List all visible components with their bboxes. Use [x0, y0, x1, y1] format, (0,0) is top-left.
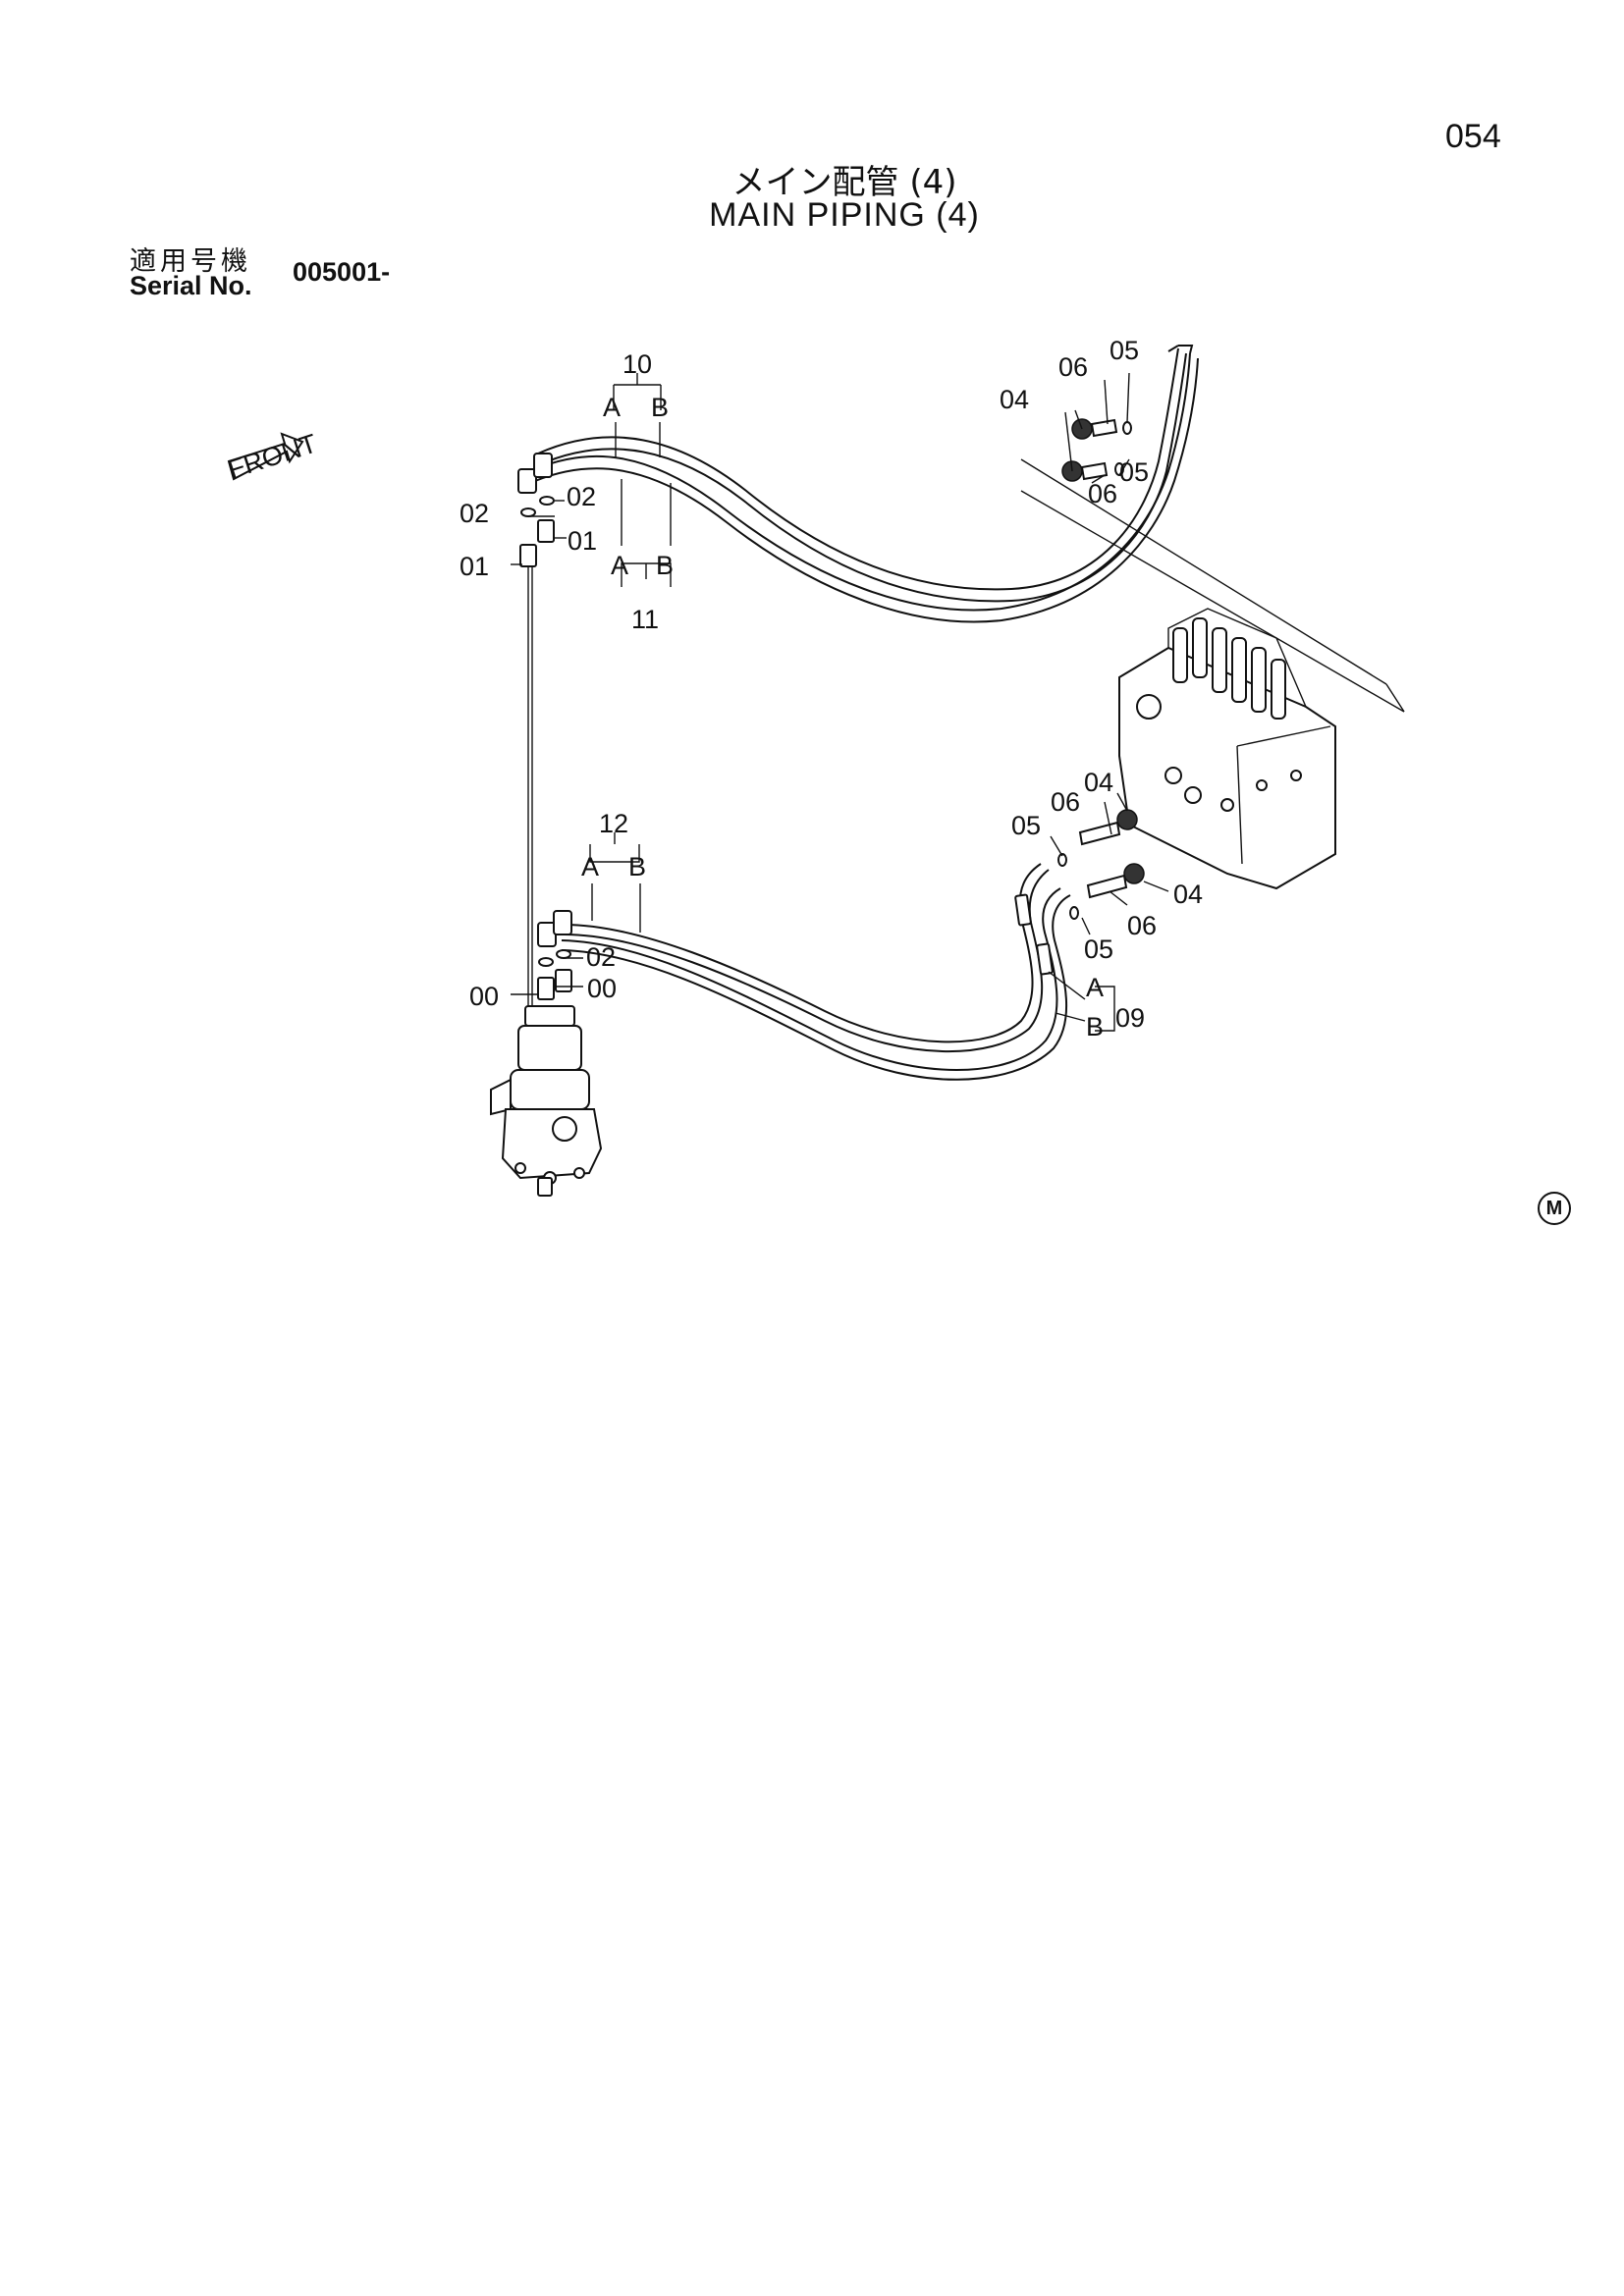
upper-right-fittings [1020, 418, 1405, 713]
serial-label-en: Serial No. [130, 271, 252, 300]
label-group-12: 12 [599, 809, 628, 838]
label-part-06-lr-b: 06 [1127, 911, 1157, 940]
label-part-05-lr-b: 05 [1084, 934, 1113, 964]
label-part-00-a: 00 [587, 974, 617, 1003]
swing-motor [490, 1005, 603, 1197]
label-part-00-b: 00 [469, 982, 499, 1011]
label-part-04-lr-a: 04 [1084, 768, 1113, 797]
label-group-11: 11 [631, 605, 659, 634]
front-arrow-icon: FRONT [225, 428, 321, 484]
serial-label-jp: 適用号機 [130, 246, 251, 277]
lower-right-fittings [1057, 809, 1145, 920]
label-part-04-ur: 04 [1000, 385, 1029, 414]
part-labels: 10 A B A B 11 02 02 01 01 12 A B 02 00 0… [460, 336, 1203, 1041]
control-valve-block [1118, 608, 1336, 890]
page-number: 054 [1445, 118, 1501, 155]
page-title-en: MAIN PIPING (4) [709, 196, 980, 234]
label-group-09-a: A [1086, 973, 1104, 1002]
upper-left-fittings [517, 453, 555, 1041]
label-group-09-b: B [1086, 1012, 1104, 1041]
label-group-12-b: B [628, 852, 646, 881]
label-part-02-c: 02 [586, 942, 616, 972]
label-group-12-a: A [581, 852, 599, 881]
serial-number-value: 005001- [293, 257, 391, 287]
page-title-jp: メイン配管 (4) [731, 163, 957, 202]
label-lower-a: A [611, 551, 628, 580]
front-arrow-label: FRONT [225, 428, 321, 484]
label-group-10: 10 [623, 349, 652, 379]
label-part-06-ur-a: 06 [1058, 352, 1088, 382]
label-upper-b: B [651, 393, 669, 422]
lower-left-fittings [537, 910, 572, 1000]
lower-hose-assembly [559, 863, 1071, 1081]
label-part-04-lr-b: 04 [1173, 880, 1203, 909]
leader-lines [511, 372, 1169, 1032]
label-part-01-b: 01 [460, 552, 489, 581]
label-lower-b: B [656, 551, 674, 580]
label-part-02-b: 02 [567, 482, 596, 511]
label-part-05-lr-a: 05 [1011, 811, 1041, 840]
label-part-02-a: 02 [460, 499, 489, 528]
label-group-09: 09 [1115, 1003, 1145, 1033]
label-part-05-ur-b: 05 [1119, 457, 1149, 487]
upper-hose-assembly [534, 345, 1199, 623]
label-part-06-lr-a: 06 [1051, 787, 1080, 817]
label-part-05-ur-a: 05 [1110, 336, 1139, 365]
label-upper-a: A [603, 393, 621, 422]
label-part-01-a: 01 [568, 526, 597, 556]
label-part-06-ur-b: 06 [1088, 479, 1117, 508]
m-mark: M [1538, 1192, 1571, 1225]
